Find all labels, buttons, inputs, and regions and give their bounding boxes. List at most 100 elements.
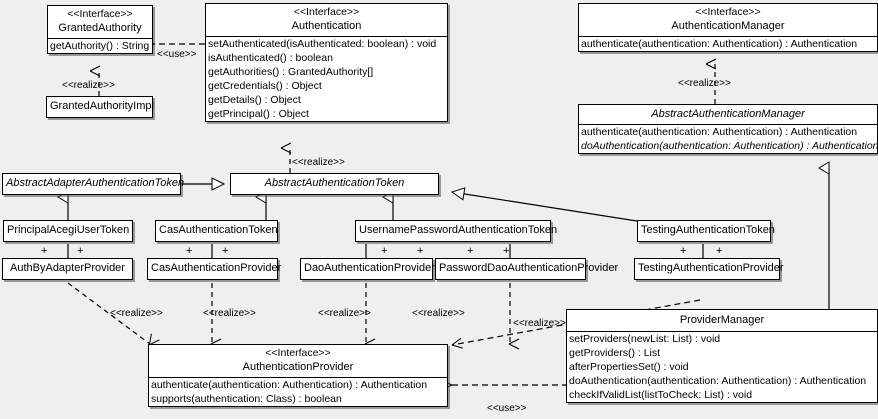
class-header: <<Interface>> GrantedAuthority [48,6,152,38]
class-name: TestingAuthenticationProvider [638,262,784,274]
operation: doAuthentication(authentication: Authent… [581,140,877,152]
class-username-password-authentication-token[interactable]: UsernamePasswordAuthenticationToken [355,220,558,242]
operation: getAuthorities() : GrantedAuthority[] [208,66,374,78]
operation: getProviders() : List [569,347,661,359]
class-name: AuthenticationProvider [242,361,354,373]
class-name: ProviderManager [679,314,765,326]
operations-compartment: setAuthenticated(isAuthenticated: boolea… [206,36,447,121]
class-authentication-provider[interactable]: <<Interface>> AuthenticationProvider aut… [148,344,448,407]
association-marker: + [222,245,229,257]
operation: authenticate(authentication: Authenticat… [581,38,858,50]
association-marker: + [716,245,723,257]
class-name: CasAuthenticationProvider [151,262,282,274]
class-authentication[interactable]: <<Interface>> Authentication setAuthenti… [205,3,448,122]
class-dao-authentication-provider[interactable]: DaoAuthenticationProvider [300,258,435,280]
class-header: AuthByAdapterProvider [3,259,132,279]
association-marker: + [503,245,510,257]
edge-label-realize-dao-provider: <<realize>> [318,308,371,319]
class-header: CasAuthenticationToken [156,221,278,241]
class-cas-authentication-token[interactable]: CasAuthenticationToken [155,220,278,242]
operations-compartment: authenticate(authentication: Authenticat… [149,377,447,406]
operation: authenticate(authentication: Authenticat… [151,379,428,391]
class-provider-manager[interactable]: ProviderManager setProviders(newList: Li… [566,309,878,403]
class-header: AbstractAuthenticationManager [579,105,877,124]
class-header: ProviderManager [567,310,877,331]
operation: getDetails() : Object [208,94,301,106]
stereotype-label: <<Interface>> [695,6,761,18]
operation: authenticate(authentication: Authenticat… [581,126,858,138]
class-authentication-manager[interactable]: <<Interface>> AuthenticationManager auth… [578,3,878,52]
class-name: CasAuthenticationToken [159,224,278,236]
class-name: GrantedAuthority [58,22,142,34]
edge-label-realize-password-dao-provider: <<realize>> [412,308,465,319]
stereotype-label: <<Interface>> [293,6,360,18]
class-principal-acegi-user-token[interactable]: PrincipalAcegiUserToken [3,220,133,242]
class-header: TestingAuthenticationToken [638,221,775,241]
class-abstract-authentication-manager[interactable]: AbstractAuthenticationManager authentica… [578,104,878,154]
class-name: AuthByAdapterProvider [10,262,125,274]
class-name: DaoAuthenticationProvider [304,262,435,274]
class-header: PrincipalAcegiUserToken [4,221,132,241]
class-cas-authentication-provider[interactable]: CasAuthenticationProvider [147,258,282,280]
operation: checkIfValidList(listToCheck: List) : vo… [569,389,753,401]
edge-label-realize-auth-by-adapter: <<realize>> [110,308,163,319]
operation: getCredentials() : Object [208,80,322,92]
edge-label-realize-cas-provider: <<realize>> [203,308,256,319]
operation: getAuthority() : String [50,40,150,52]
class-header: UsernamePasswordAuthenticationToken [356,221,558,241]
class-name: UsernamePasswordAuthenticationToken [359,224,558,236]
class-granted-authority[interactable]: <<Interface>> GrantedAuthority getAuthor… [47,5,153,54]
class-name: PasswordDaoAuthenticationProvider [439,262,619,274]
operations-compartment: setProviders(newList: List) : void getPr… [567,331,877,402]
class-name: GrantedAuthorityImpl [50,100,154,112]
class-testing-authentication-provider[interactable]: TestingAuthenticationProvider [634,258,784,280]
operation: supports(authentication: Class) : boolea… [151,393,342,405]
class-granted-authority-impl[interactable]: GrantedAuthorityImpl [46,96,154,118]
edge-label-realize-abstract-authentication-token: <<realize>> [292,157,345,168]
class-name: AbstractAuthenticationManager [651,108,805,120]
operation: isAuthenticated() : boolean [208,52,333,64]
stereotype-label: <<Interface>> [67,8,133,20]
class-header: TestingAuthenticationProvider [635,259,784,279]
association-marker: + [186,245,193,257]
edge-label-realize-abstract-authentication-manager: <<realize>> [678,78,731,89]
class-name: PrincipalAcegiUserToken [7,224,130,236]
operation: afterPropertiesSet() : void [569,361,689,373]
association-marker: + [467,245,474,257]
edge-label-use-provider-manager: <<use>> [487,403,527,414]
edge-label-realize-granted-authority-impl: <<realize>> [62,80,115,91]
edge-label-realize-provider-manager: <<realize>> [513,318,566,329]
operations-compartment: authenticate(authentication: Authenticat… [579,36,877,51]
class-header: AbstractAuthenticationToken [231,174,438,194]
class-header: PasswordDaoAuthenticationProvider [436,259,619,279]
class-abstract-adapter-authentication-token[interactable]: AbstractAdapterAuthenticationToken [2,173,185,195]
class-name: AbstractAuthenticationToken [264,177,405,189]
edge-label-use-granted-authority: <<use>> [157,49,197,60]
association-marker: + [381,245,388,257]
operation: getPrincipal() : Object [208,108,309,120]
class-password-dao-authentication-provider[interactable]: PasswordDaoAuthenticationProvider [435,258,619,280]
class-name: TestingAuthenticationToken [641,224,775,236]
class-abstract-authentication-token[interactable]: AbstractAuthenticationToken [230,173,439,195]
operations-compartment: getAuthority() : String [48,38,152,53]
association-marker: + [680,245,687,257]
operations-compartment: authenticate(authentication: Authenticat… [579,124,877,153]
class-auth-by-adapter-provider[interactable]: AuthByAdapterProvider [2,258,133,280]
class-testing-authentication-token[interactable]: TestingAuthenticationToken [637,220,775,242]
operation: setProviders(newList: List) : void [569,333,721,345]
operation: doAuthentication(authentication: Authent… [569,375,867,387]
class-header: <<Interface>> AuthenticationProvider [149,345,447,377]
class-header: DaoAuthenticationProvider [301,259,435,279]
class-header: AbstractAdapterAuthenticationToken [3,174,185,194]
association-marker: + [77,245,84,257]
class-name: AbstractAdapterAuthenticationToken [6,177,185,189]
class-header: <<Interface>> AuthenticationManager [579,4,877,36]
class-name: Authentication [291,20,362,32]
class-header: <<Interface>> Authentication [206,4,447,36]
class-name: AuthenticationManager [671,20,785,32]
operation: setAuthenticated(isAuthenticated: boolea… [208,38,437,50]
class-header: GrantedAuthorityImpl [47,97,154,117]
association-marker: + [41,245,48,257]
association-marker: + [417,245,424,257]
